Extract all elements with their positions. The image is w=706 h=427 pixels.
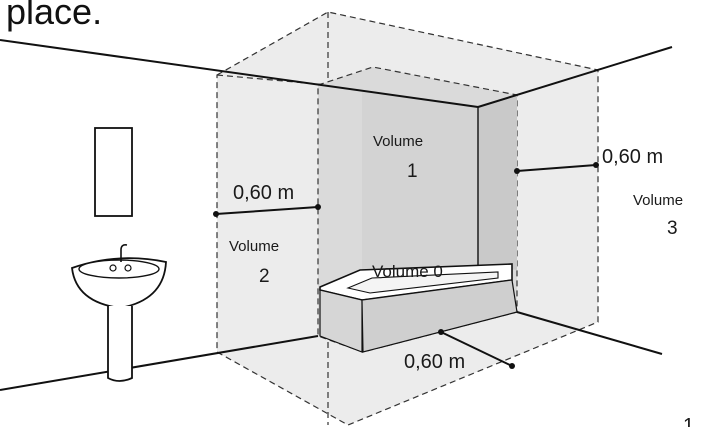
measure-dot (593, 162, 599, 168)
mirror (94, 127, 133, 217)
volume-1-number: 1 (407, 161, 418, 182)
volume-3-number: 3 (667, 218, 678, 239)
ceiling-line-right (477, 46, 673, 108)
volume-0-label: Volume 0 (372, 262, 443, 281)
page-number-fragment: 1 (683, 415, 694, 427)
volume-2-number: 2 (259, 266, 270, 287)
measurement-floor-label: 0,60 m (404, 351, 465, 373)
volume-1-label: Volume (373, 133, 423, 150)
washbasin (71, 244, 167, 382)
measurement-left-label: 0,60 m (233, 182, 294, 204)
shower-side-wall (478, 95, 517, 270)
measure-line-left (215, 206, 319, 215)
measure-dot (438, 329, 444, 335)
volume-2-label: Volume (229, 238, 279, 255)
shower-recess (362, 92, 478, 270)
ceiling-line-left (0, 39, 479, 108)
slide-heading-fragment: place. (6, 0, 103, 32)
measure-dot (509, 363, 515, 369)
measurement-right-label: 0,60 m (602, 146, 663, 168)
volume-3-label: Volume (633, 192, 683, 209)
measure-dot (213, 211, 219, 217)
bathtub-basin (346, 271, 499, 294)
floor-line-left (0, 335, 319, 391)
measure-dot (514, 168, 520, 174)
bathtub-side (361, 279, 518, 353)
measure-line-floor (440, 331, 513, 367)
floor-line-right (516, 311, 663, 355)
measure-line-right (516, 164, 597, 172)
bathtub-front (319, 289, 363, 353)
measure-dot (315, 204, 321, 210)
